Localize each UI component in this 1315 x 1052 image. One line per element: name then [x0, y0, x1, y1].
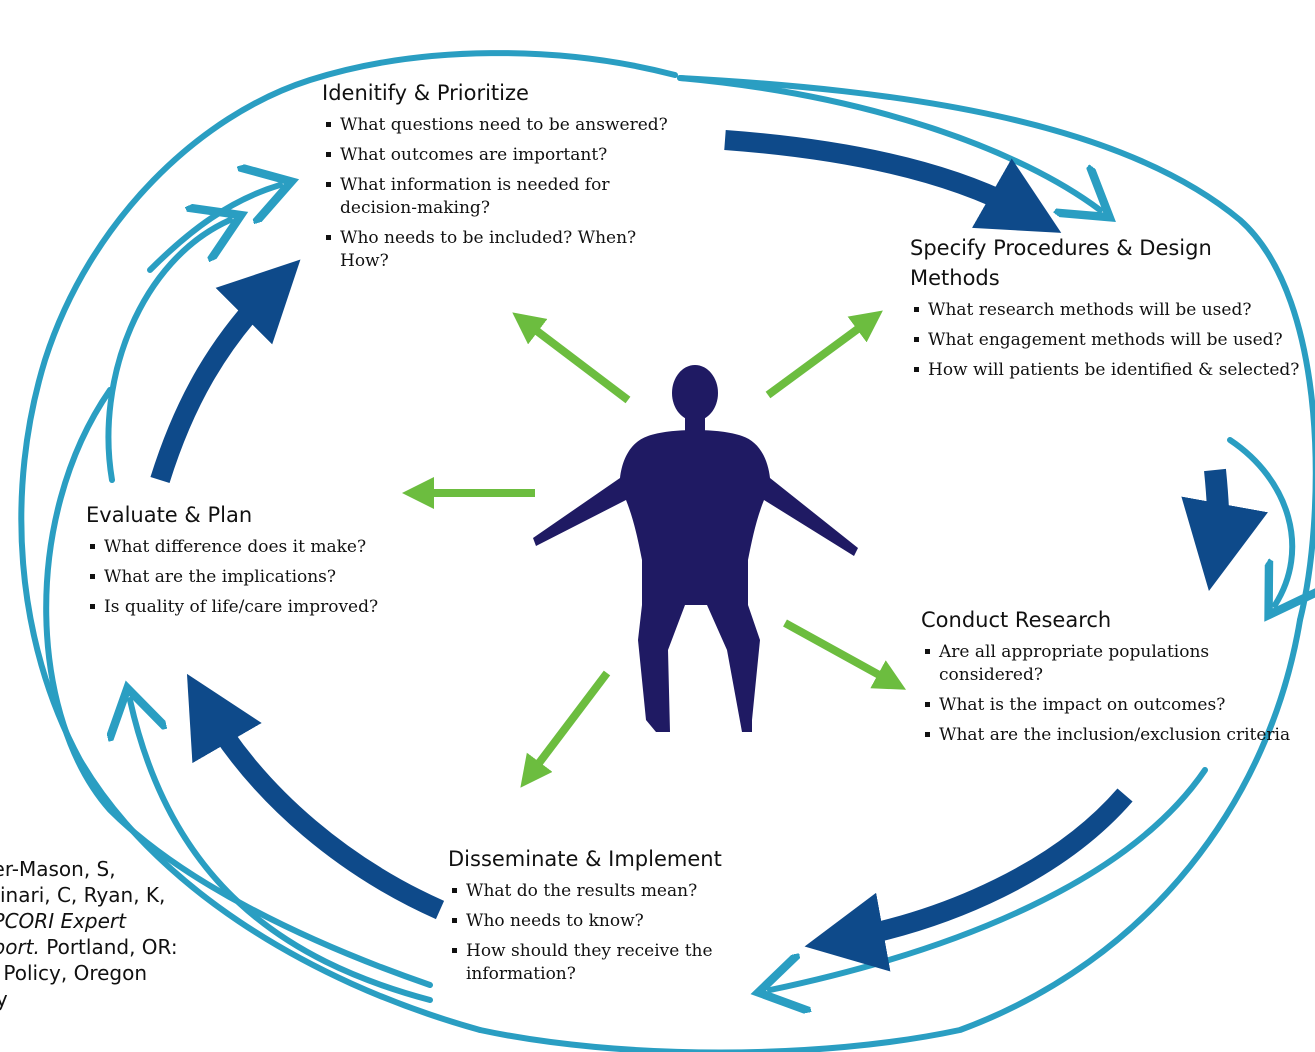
outer-loop-arrow-to-disseminate [770, 767, 1208, 990]
stage-evaluate-title: Evaluate & Plan [86, 503, 253, 527]
outer-loop-arrow-to-identify [147, 185, 280, 273]
citation-fragment: Portland, OR: [39, 935, 178, 959]
citation-line: sity [0, 987, 8, 1011]
list-item: What questions need to be answered? [322, 114, 682, 137]
list-item: How should they receive the information? [448, 940, 778, 986]
stage-identify: Idenitify & Prioritize What questions ne… [322, 78, 682, 280]
inner-cycle-arrows [150, 130, 1268, 972]
list-item: Who needs to know? [448, 910, 778, 933]
citation-text: hter-Mason, S, ettinari, C, Ryan, K, ). … [0, 856, 302, 1012]
stage-evaluate-list: What difference does it make? What are t… [86, 536, 456, 619]
green-arrow-to-conduct [783, 619, 907, 690]
citation-line: ). PCORI Expert [0, 908, 302, 934]
stage-conduct-list: Are all appropriate populations consider… [921, 641, 1301, 747]
outer-loop-arrow-to-evaluate-lower [130, 700, 433, 1003]
list-item: What are the implications? [86, 566, 456, 589]
citation-fragment: PCORI Expert [0, 909, 126, 933]
list-item: What do the results mean? [448, 880, 778, 903]
green-arrow-to-identify [512, 312, 631, 404]
stage-specify-list: What research methods will be used? What… [910, 299, 1300, 382]
green-arrow-to-specify [765, 310, 883, 399]
patient-centered-arrows [402, 310, 907, 788]
stage-specify-title: Specify Procedures & Design Methods [910, 236, 1212, 290]
human-figure-icon [533, 365, 858, 732]
dark-arrow-identify-to-specify [724, 130, 1062, 233]
dark-arrow-specify-to-conduct [1181, 468, 1268, 591]
dark-arrow-conduct-to-disseminate [804, 788, 1133, 972]
list-item: Is quality of life/care improved? [86, 596, 456, 619]
citation-line: hter-Mason, S, [0, 857, 116, 881]
list-item: What difference does it make? [86, 536, 456, 559]
stage-identify-title: Idenitify & Prioritize [322, 81, 529, 105]
outer-loop-arrow-to-specify [677, 75, 1100, 210]
list-item: What outcomes are important? [322, 144, 682, 167]
citation-line: ettinari, C, Ryan, K, [0, 883, 166, 907]
outer-cycle-loop [18, 50, 1315, 1052]
citation-fragment: report. [0, 935, 40, 959]
outer-loop-arrow-to-evaluate [105, 220, 230, 483]
dark-arrow-evaluate-to-identify [150, 259, 301, 483]
stage-disseminate-list: What do the results mean? Who needs to k… [448, 880, 778, 986]
list-item: Are all appropriate populations consider… [921, 641, 1301, 687]
list-item: Who needs to be included? When? How? [322, 227, 682, 273]
outer-loop-arrow-to-conduct [1227, 437, 1292, 605]
stage-disseminate: Disseminate & Implement What do the resu… [448, 844, 778, 993]
outer-loop-left-swirl [43, 387, 433, 988]
stage-identify-list: What questions need to be answered? What… [322, 114, 682, 273]
stage-disseminate-title: Disseminate & Implement [448, 847, 722, 871]
list-item: What are the inclusion/exclusion criteri… [921, 724, 1301, 747]
list-item: What is the impact on outcomes? [921, 694, 1301, 717]
stage-conduct-title: Conduct Research [921, 608, 1112, 632]
list-item: How will patients be identified & select… [910, 359, 1300, 382]
green-arrow-to-disseminate [520, 670, 611, 788]
citation-line: ed Policy, Oregon [0, 961, 148, 985]
outer-loop-top-left [18, 50, 678, 1033]
stage-evaluate: Evaluate & Plan What difference does it … [86, 500, 456, 626]
dark-arrow-disseminate-to-evaluate [186, 673, 445, 920]
list-item: What information is needed for decision-… [322, 174, 682, 220]
list-item: What engagement methods will be used? [910, 329, 1300, 352]
citation-line: report. Portland, OR: [0, 934, 302, 960]
list-item: What research methods will be used? [910, 299, 1300, 322]
outer-loop-top-right [677, 75, 1315, 623]
outer-loop-right [477, 617, 1303, 1052]
stage-conduct: Conduct Research Are all appropriate pop… [921, 605, 1301, 754]
stage-specify: Specify Procedures & Design Methods What… [910, 233, 1300, 389]
